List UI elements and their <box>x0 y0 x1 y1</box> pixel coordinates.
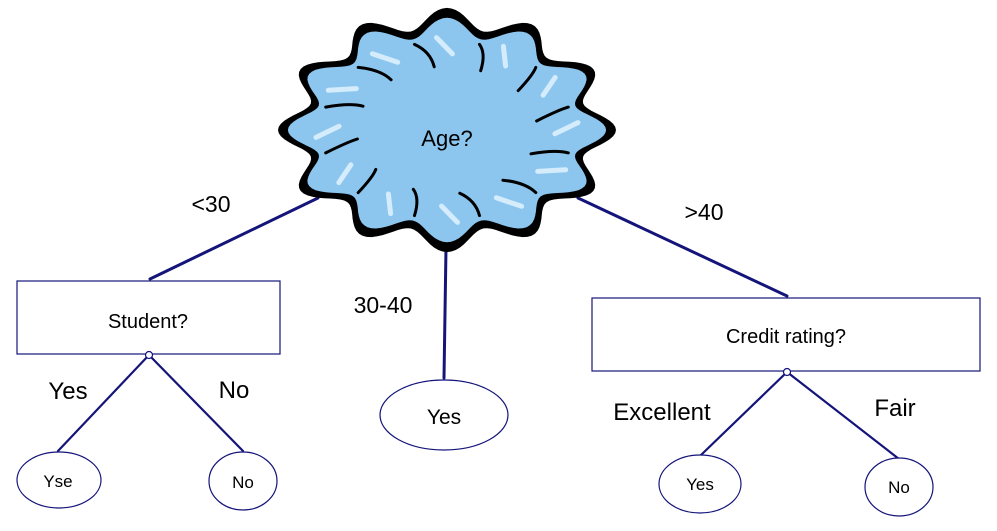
cloud-texture-stroke <box>529 149 570 156</box>
credit-node <box>591 297 981 372</box>
cloud-highlight-stroke <box>313 123 342 140</box>
cloud-texture-stroke <box>356 65 393 82</box>
credit-label: Credit rating? <box>726 326 846 348</box>
credit-connector-dot <box>782 367 792 377</box>
cloud-highlight-stroke <box>540 74 558 98</box>
cloud-highlight-stroke <box>500 43 509 69</box>
cloud-texture-stroke <box>501 178 538 195</box>
branch-label-middle: 30-40 <box>354 292 413 318</box>
cloud-texture-stroke <box>324 137 359 155</box>
credit-excellent-label: Excellent <box>613 399 711 426</box>
edge-root-to-middle-leaf <box>442 246 448 380</box>
leaf-credit-excellent-label: Yes <box>686 475 714 494</box>
cloud-highlight-stroke <box>336 162 354 186</box>
cloud-texture-stroke <box>535 105 570 123</box>
student-no-label: No <box>219 377 250 404</box>
edge-root-to-student <box>148 196 320 281</box>
cloud-texture-stroke <box>478 42 485 73</box>
leaf-middle-yes-label: Yes <box>427 406 461 429</box>
edge-student-to-yes-leaf <box>56 353 151 453</box>
root-label: Age? <box>421 126 472 151</box>
cloud-texture-stroke <box>516 65 538 93</box>
root-node-cloud <box>278 7 616 253</box>
edge-student-to-no-leaf <box>147 353 245 453</box>
branch-label-right: >40 <box>684 199 723 225</box>
cloud-texture-stroke <box>356 167 378 195</box>
student-connector-dot <box>144 350 154 360</box>
cloud-highlight-stroke <box>369 51 401 65</box>
cloud-texture-stroke <box>411 187 419 218</box>
cloud-texture-stroke <box>413 42 436 69</box>
edge-credit-to-excellent-leaf <box>699 370 789 457</box>
student-yes-label: Yes <box>48 378 87 405</box>
credit-fair-label: Fair <box>874 395 915 422</box>
student-label: Student? <box>108 311 188 333</box>
cloud-highlight-stroke <box>325 86 359 93</box>
cloud-highlight-stroke <box>493 195 525 209</box>
leaf-credit-fair <box>864 457 934 517</box>
leaf-middle-yes <box>379 379 509 451</box>
cloud-texture-stroke <box>324 103 365 109</box>
cloud-texture-stroke <box>458 191 481 218</box>
leaf-student-no-label: No <box>232 473 254 492</box>
student-node <box>16 280 281 355</box>
edge-root-to-credit <box>576 196 789 298</box>
cloud-highlight-stroke <box>385 191 394 217</box>
leaf-credit-excellent <box>658 454 742 514</box>
branch-label-left: <30 <box>191 191 230 217</box>
leaf-student-no <box>208 451 278 511</box>
leaf-credit-fair-label: No <box>888 478 910 497</box>
leaf-student-yes-label: Yse <box>43 472 72 491</box>
cloud-highlight-stroke <box>552 120 581 137</box>
edge-credit-to-fair-leaf <box>785 370 901 461</box>
cloud-texture <box>313 35 581 225</box>
cloud-highlight-stroke <box>434 35 455 57</box>
cloud-highlight-stroke <box>439 203 460 225</box>
cloud-highlight-stroke <box>535 167 569 174</box>
leaf-student-yes <box>16 451 102 509</box>
